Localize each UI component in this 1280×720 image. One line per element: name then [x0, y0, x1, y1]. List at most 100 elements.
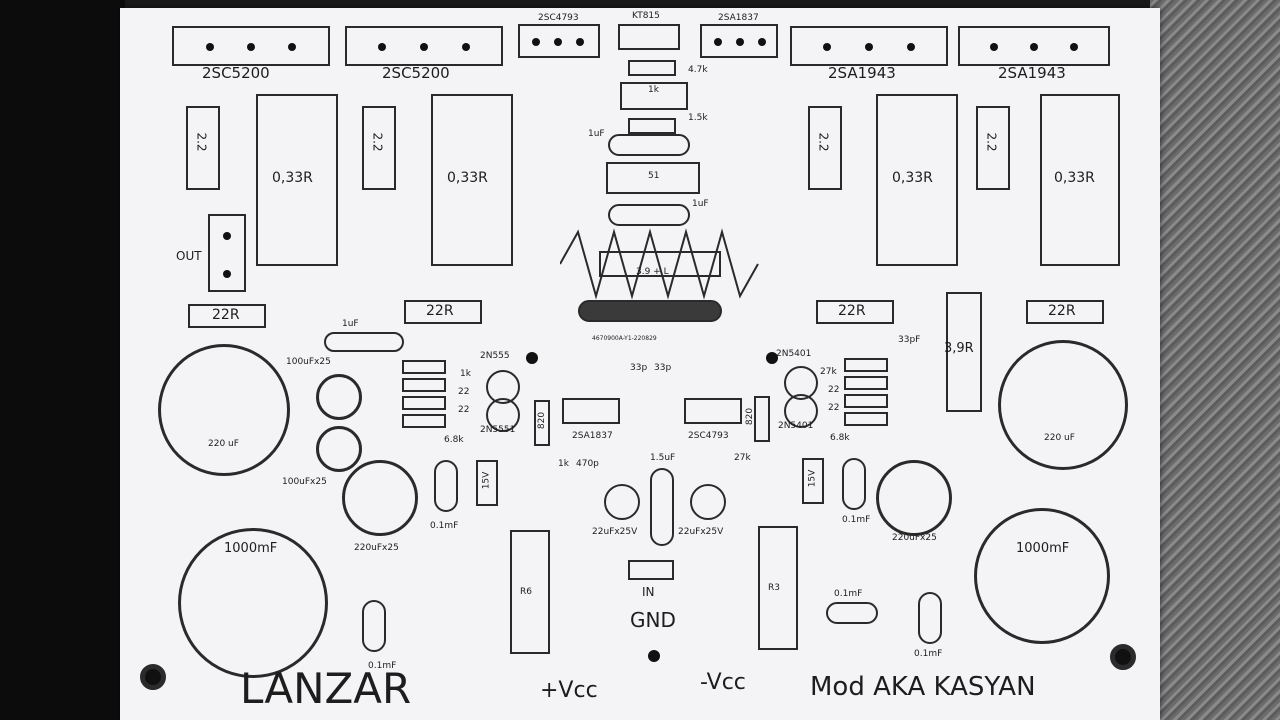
resistor-033r-label: 0,33R — [892, 170, 933, 186]
zener-15v-label: 15V — [807, 469, 818, 488]
resistor-bank-left-1 — [402, 360, 446, 374]
trimmer-1k-label: 1k — [648, 85, 659, 95]
resistor-1k-label: 1k — [460, 369, 471, 379]
capacitor-220uf-label: 220 uF — [1044, 433, 1075, 443]
resistor-22-label: 22 — [828, 385, 840, 395]
resistor-820-b — [754, 396, 770, 442]
resistor-22-label: 22 — [458, 405, 470, 415]
resistor-033r-label: 0,33R — [272, 170, 313, 186]
capacitor-1-5uf — [650, 468, 674, 546]
transistor-label-q1: 2SC5200 — [202, 64, 270, 82]
resistor-033r-a — [256, 94, 338, 266]
capacitor-0-1mf-label: 0.1mF — [430, 521, 459, 531]
resistor-2-2-left-b — [362, 106, 396, 190]
capacitor-100uf-b — [316, 426, 362, 472]
resistor-51 — [606, 162, 700, 194]
resistor-r3-label: R3 — [768, 583, 780, 593]
resistor-r6-label: R6 — [520, 587, 532, 597]
zener-15v-right — [802, 458, 824, 504]
capacitor-220uf-right — [998, 340, 1128, 470]
capacitor-33pf-label: 33pF — [898, 335, 921, 345]
resistor-2-2-label: 2.2 — [194, 132, 209, 152]
transistor-2n5401-b — [784, 394, 818, 428]
resistor-2-2-label: 2.2 — [984, 132, 999, 152]
resistor-bank-right-2 — [844, 376, 888, 390]
capacitor-22uf-label: 22uFx25V — [678, 527, 724, 537]
capacitor-22uf-right — [690, 484, 726, 520]
transistor-label-q4: KT815 — [632, 11, 660, 21]
capacitor-1uf-left-label: 1uF — [342, 319, 359, 329]
output-coil-zigzag — [560, 228, 759, 300]
capacitor-220ufx25-left — [342, 460, 418, 536]
capacitor-100uf-label: 100uFx25 — [282, 477, 327, 487]
resistor-bank-right-4 — [844, 412, 888, 426]
resistor-033r-d — [1040, 94, 1120, 266]
capacitor-1uf-left — [324, 332, 404, 352]
vcc-positive-label: +Vcc — [540, 678, 598, 703]
transistor-label-q7: 2SA1943 — [998, 64, 1066, 82]
trimmer-1k — [620, 82, 688, 110]
capacitor-100uf-label: 100uFx25 — [286, 357, 331, 367]
left-background — [0, 0, 125, 720]
capacitor-0-1mf-label: 0.1mF — [842, 515, 871, 525]
transistor-label-q2: 2SC5200 — [382, 64, 450, 82]
resistor-22-label: 22 — [458, 387, 470, 397]
transistor-label-q3: 2SC4793 — [538, 13, 579, 23]
resistor-22r-d — [1026, 300, 1104, 324]
capacitor-470p-label: 470p — [576, 459, 599, 469]
transistor-outline-q4 — [618, 24, 680, 50]
capacitor-0-1mf-label: 0.1mF — [368, 661, 397, 671]
resistor-bank-right-3 — [844, 394, 888, 408]
right-background-fabric — [1150, 0, 1280, 720]
resistor-033r-label: 0,33R — [447, 170, 488, 186]
resistor-2-2-left-a — [186, 106, 220, 190]
resistor-2-2-label: 2.2 — [370, 132, 385, 152]
resistor-22-label: 22 — [828, 403, 840, 413]
pcb-code-label: 4670900A-Y1-220829 — [592, 335, 657, 342]
resistor-820-label: 820 — [745, 407, 756, 426]
transistor-2n5551-label: 2N5551 — [480, 425, 516, 435]
out-connector — [208, 214, 246, 292]
resistor-bank-left-2 — [402, 378, 446, 392]
transistor-2n5551-b — [486, 398, 520, 432]
capacitor-1000mf-label: 1000mF — [224, 541, 278, 556]
resistor-1-5k-label: 1.5k — [688, 113, 708, 123]
resistor-4-7k-label: 4.7k — [688, 65, 708, 75]
capacitor-22uf-left — [604, 484, 640, 520]
resistor-22r-label: 22R — [426, 303, 454, 319]
resistor-22r-a — [188, 304, 266, 328]
transistor-2sa1837-label: 2SA1837 — [572, 431, 613, 441]
resistor-bank-right-1 — [844, 358, 888, 372]
capacitor-0-1mf-a — [434, 460, 458, 512]
resistor-820-a — [534, 400, 550, 446]
capacitor-1uf-a — [608, 134, 690, 156]
resistor-r6 — [510, 530, 550, 654]
resistor-033r-c — [876, 94, 958, 266]
resistor-033r-label: 0,33R — [1054, 170, 1095, 186]
capacitor-33p-label: 33p — [654, 363, 672, 373]
zener-15v-left — [476, 460, 498, 506]
capacitor-0-1mf-label: 0.1mF — [834, 589, 863, 599]
resistor-3-9r-label: 3,9R — [944, 341, 974, 356]
resistor-6-8k-label: 6.8k — [830, 433, 850, 443]
pcb-board: 2SC5200 2SC5200 2SC4793 KT815 2SA1837 2S… — [120, 8, 1160, 720]
resistor-27k-label: 27k — [820, 367, 837, 377]
resistor-bank-left-3 — [402, 396, 446, 410]
transistor-label-q5: 2SA1837 — [718, 13, 759, 23]
capacitor-22uf-label: 22uFx25V — [592, 527, 638, 537]
capacitor-0-1mf-d — [826, 602, 878, 624]
resistor-1k-input-label: 1k — [558, 459, 569, 469]
capacitor-220ufx25-label: 220uFx25 — [354, 543, 399, 553]
transistor-2sa1837-mid — [562, 398, 620, 424]
capacitor-1000mf-right — [974, 508, 1110, 644]
vcc-negative-label: -Vcc — [700, 670, 746, 695]
transistor-2n5401-label: 2N5401 — [778, 421, 814, 431]
resistor-27k-input-label: 27k — [734, 453, 751, 463]
capacitor-220ufx25-label: 220uFx25 — [892, 533, 937, 543]
transistor-2n5551-label: 2N555 — [480, 351, 510, 361]
capacitor-1uf-label: 1uF — [588, 129, 605, 139]
resistor-2-2-label: 2.2 — [816, 132, 831, 152]
resistor-22r-label: 22R — [212, 307, 240, 323]
zener-15v-label: 15V — [481, 471, 492, 490]
transistor-2sc4793-label: 2SC4793 — [688, 431, 729, 441]
